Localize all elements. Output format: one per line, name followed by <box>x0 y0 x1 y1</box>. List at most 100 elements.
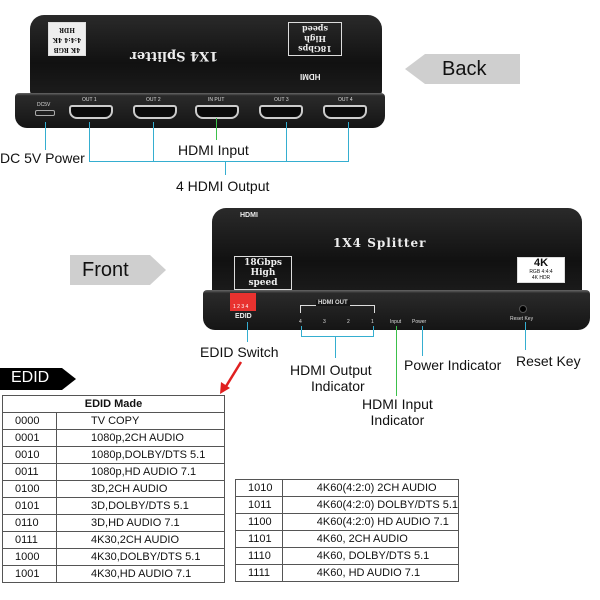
edid-table-header: EDID Made <box>2 395 225 413</box>
edid-dip-switch[interactable] <box>230 293 256 311</box>
front-speed-badge: 18Gbps High speed <box>234 256 292 290</box>
hdmi-port-out3 <box>259 105 303 119</box>
back-hdmi-logo: HDMI <box>300 72 321 81</box>
edid-code-cell: 1000 <box>2 548 57 566</box>
out-led-4: 4 <box>299 319 302 325</box>
red-arrow-icon <box>220 361 243 394</box>
edid-mode-cell: 4K30,2CH AUDIO <box>56 531 225 549</box>
edid-code-cell: 0010 <box>2 446 57 464</box>
callout-hdmi-output-indicator: HDMI Output Indicator <box>290 362 372 394</box>
callout-dc-power: DC 5V Power <box>0 150 85 166</box>
port-label-out3: OUT 3 <box>274 97 289 103</box>
edid-mode-cell: 4K60, 2CH AUDIO <box>281 530 460 548</box>
input-led-label: Input <box>390 319 402 325</box>
edid-code-cell: 0011 <box>2 463 57 481</box>
edid-tag-arrow <box>0 368 76 390</box>
hdmi-port-out4 <box>323 105 367 119</box>
back-tag: Back <box>442 58 487 80</box>
out-led-3: 3 <box>323 319 326 325</box>
power-led-label: Power <box>412 319 427 325</box>
speed-line-1: 18Gbps <box>244 258 282 268</box>
port-label-out2: OUT 2 <box>146 97 161 103</box>
edid-label: EDID <box>235 313 252 320</box>
hdmi-out-bracket <box>300 305 375 313</box>
edid-code-cell: 0101 <box>2 497 57 515</box>
reset-key-label: Reset Key <box>510 316 534 322</box>
front-hdmi-logo: HDMI <box>240 212 258 219</box>
out-led-1: 1 <box>371 319 374 325</box>
badge-4k-sub1: RGB 4:4:4 <box>529 269 553 275</box>
callout-hdmi-output: 4 HDMI Output <box>176 178 270 194</box>
edid-code-cell: 0100 <box>2 480 57 498</box>
edid-code-cell: 1111 <box>235 564 283 582</box>
front-device-title: 1X4 Splitter <box>333 236 427 250</box>
edid-mode-cell: 3D,DOLBY/DTS 5.1 <box>56 497 225 515</box>
callout-hdmi-output-indicator-line2: Indicator <box>311 378 365 394</box>
badge-4k-sub2: 4K HDR <box>531 275 551 281</box>
callout-power-indicator: Power Indicator <box>404 357 502 373</box>
dc-port <box>35 110 55 116</box>
front-tag: Front <box>82 259 129 281</box>
edid-code-cell: 0000 <box>2 412 57 430</box>
badge-4k-text: 4K <box>533 257 549 269</box>
back-device-top <box>30 15 382 95</box>
edid-mode-cell: 4K30,HD AUDIO 7.1 <box>56 565 225 583</box>
edid-mode-cell: 1080p,2CH AUDIO <box>56 429 225 447</box>
edid-mode-cell: 1080p,HD AUDIO 7.1 <box>56 463 225 481</box>
edid-code-cell: 0111 <box>2 531 57 549</box>
back-tag-arrow <box>405 54 520 84</box>
edid-code-cell: 1001 <box>2 565 57 583</box>
callout-hdmi-input: HDMI Input <box>178 142 249 158</box>
reset-key-button[interactable] <box>519 305 527 313</box>
edid-code-cell: 1110 <box>235 547 283 565</box>
back-4k-badge: 4K RGB 4:4:4 4K HDR <box>48 22 86 56</box>
edid-mode-cell: 4K30,DOLBY/DTS 5.1 <box>56 548 225 566</box>
edid-mode-cell: 3D,2CH AUDIO <box>56 480 225 498</box>
edid-mode-cell: TV COPY <box>56 412 225 430</box>
edid-code-cell: 0001 <box>2 429 57 447</box>
port-label-out1: OUT 1 <box>82 97 97 103</box>
hdmi-port-out2 <box>133 105 177 119</box>
port-label-out4: OUT 4 <box>338 97 353 103</box>
back-speed-badge: 18Gbps High speed <box>288 22 342 56</box>
edid-tag: EDID <box>11 369 50 386</box>
edid-mode-cell: 4K60, HD AUDIO 7.1 <box>281 564 460 582</box>
port-label-input: IN PUT <box>208 97 225 103</box>
hdmi-port-out1 <box>69 105 113 119</box>
edid-mode-cell: 4K60(4:2:0) 2CH AUDIO <box>281 479 460 497</box>
edid-code-cell: 1100 <box>235 513 283 531</box>
edid-mode-cell: 4K60(4:2:0) HD AUDIO 7.1 <box>281 513 460 531</box>
callout-reset-key: Reset Key <box>516 353 581 369</box>
speed-line-2: High speed <box>248 268 278 288</box>
out-led-2: 2 <box>347 319 350 325</box>
back-device-title: 1X4 Splitter <box>130 48 219 63</box>
front-4k-badge: 4K RGB 4:4:4 4K HDR <box>517 257 565 283</box>
edid-mode-cell: 4K60, DOLBY/DTS 5.1 <box>281 547 460 565</box>
edid-mode-cell: 4K60(4:2:0) DOLBY/DTS 5.1 <box>281 496 460 514</box>
hdmi-out-label: HDMI OUT <box>316 300 350 306</box>
front-tag-arrow <box>70 255 166 285</box>
callout-hdmi-input-indicator: HDMI Input Indicator <box>362 396 433 428</box>
callout-hdmi-input-indicator-line1: HDMI Input <box>362 396 433 412</box>
dip-numbers: 1 2 3 4 <box>233 304 249 310</box>
hdmi-port-input <box>195 105 239 119</box>
callout-hdmi-input-indicator-line2: Indicator <box>370 412 425 428</box>
edid-code-cell: 1010 <box>235 479 283 497</box>
